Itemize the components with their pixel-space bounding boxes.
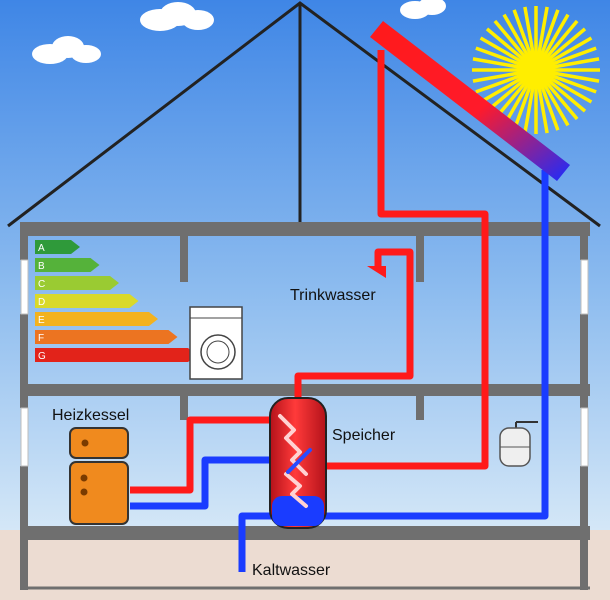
roof <box>7 1 601 228</box>
ground-floor-slab <box>20 526 590 540</box>
energy-letter-f: F <box>38 333 44 344</box>
label-heizkessel: Heizkessel <box>52 407 129 424</box>
energy-bar-f <box>35 330 178 344</box>
sun-ray <box>502 13 533 63</box>
sun-ray <box>544 71 597 94</box>
sun-ray <box>539 13 570 63</box>
sun-ray <box>536 79 549 134</box>
sun-ray <box>472 70 527 83</box>
middle-floor-slab <box>20 384 590 396</box>
sun-ray <box>493 19 531 64</box>
cloud-icon <box>32 36 101 64</box>
sun-ray <box>485 75 530 113</box>
solar-collector-icon <box>370 21 570 181</box>
sun-ray <box>541 19 579 64</box>
energy-letter-b: B <box>38 261 45 272</box>
basement-walls <box>580 540 588 590</box>
label-kaltwasser: Kaltwasser <box>252 562 331 579</box>
sun-ray <box>512 78 535 131</box>
sun-ray <box>542 27 587 65</box>
hot-water-pipes <box>130 50 489 494</box>
sun-ray <box>485 27 530 65</box>
basement-walls <box>20 540 28 590</box>
sun-ray <box>512 9 535 62</box>
expansion-vessel-icon <box>499 421 538 467</box>
sun-ray <box>541 76 579 121</box>
energy-letter-a: A <box>38 243 45 254</box>
washing-machine-icon <box>189 306 243 380</box>
sun-ray <box>523 6 536 61</box>
energy-bar-a <box>35 240 80 254</box>
sun-ray <box>539 77 570 127</box>
sun-ray <box>545 70 600 83</box>
attic-floor-slab <box>20 222 590 236</box>
outer-walls <box>20 236 588 526</box>
sun-ray <box>472 57 527 70</box>
energy-letter-d: D <box>38 297 45 308</box>
cloud-icon <box>400 0 446 19</box>
energy-letter-g: G <box>38 351 46 362</box>
sun-ray <box>475 71 528 94</box>
sun-icon <box>472 6 600 134</box>
energy-bar-b <box>35 258 100 272</box>
energy-letter-e: E <box>38 315 45 326</box>
sun-ray <box>543 73 593 104</box>
cloud-icon <box>140 2 214 31</box>
label-trinkwasser: Trinkwasser <box>290 287 376 304</box>
sun-ray <box>479 73 529 104</box>
sun-ray <box>543 36 593 67</box>
energy-bar-d <box>35 294 139 308</box>
boiler-icon <box>69 427 129 525</box>
sun-ray <box>542 75 587 113</box>
windows <box>20 259 589 467</box>
energy-bar-e <box>35 312 158 326</box>
interior-walls <box>180 236 424 420</box>
shower-head-icon <box>367 266 386 278</box>
sun-ray <box>536 6 549 61</box>
energy-letter-c: C <box>38 279 45 290</box>
sun-ray <box>545 57 600 70</box>
energy-bar-g <box>35 348 197 362</box>
sun-ray <box>544 46 597 69</box>
sun-ray <box>537 78 560 131</box>
sun-ray <box>479 36 529 67</box>
sun-ray <box>537 9 560 62</box>
heat-exchanger-coil-icon <box>278 414 312 508</box>
sun-core <box>522 56 550 84</box>
sun-ray <box>523 79 536 134</box>
sun-ray <box>502 77 533 127</box>
energy-bar-c <box>35 276 119 290</box>
label-speicher: Speicher <box>332 427 396 444</box>
sun-ray <box>475 46 528 69</box>
